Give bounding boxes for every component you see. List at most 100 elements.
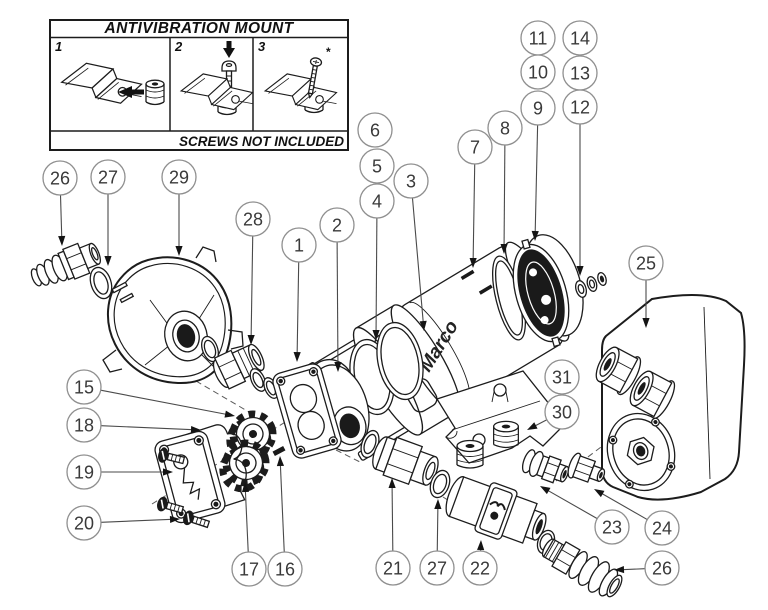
part-washers-nuts [575, 272, 607, 298]
inset-title: ANTIVIBRATION MOUNT [104, 20, 295, 37]
balloon-circle [357, 112, 393, 148]
leader-line [546, 489, 598, 520]
leader-line [100, 518, 173, 523]
callout-28: 28 [235, 201, 271, 345]
balloon-circle [562, 89, 598, 125]
part-nipple-fitting [567, 452, 606, 483]
leader-line [411, 197, 424, 324]
balloon-circle [231, 551, 267, 587]
callout-10: 10 [520, 54, 556, 90]
balloon-circle [520, 90, 556, 126]
balloon-number: 1 [294, 235, 304, 255]
leader-arrowhead-icon [104, 256, 112, 266]
callout-13: 13 [562, 55, 598, 91]
balloon-number: 14 [570, 28, 590, 48]
callout-17: 17 [231, 482, 267, 587]
callout-21: 21 [375, 478, 411, 586]
leader-arrowhead-icon [276, 456, 285, 467]
balloon-number: 12 [570, 97, 590, 117]
part-pressure-unit [595, 293, 746, 501]
balloon-circle [359, 148, 395, 184]
balloon-number: 18 [74, 415, 94, 435]
leader-line [336, 241, 339, 365]
balloon-circle [267, 551, 303, 587]
inset-step-3-number: 3 [258, 39, 266, 54]
balloon-circle [644, 550, 680, 586]
leader-line [621, 568, 646, 571]
callout-25: 25 [628, 245, 664, 328]
balloon-circle [562, 20, 598, 56]
leader-line [375, 217, 378, 333]
inset-step-3-drawing: * [264, 45, 338, 114]
balloon-number: 27 [427, 558, 447, 578]
leader-arrowhead-icon [241, 482, 250, 493]
part-hose-barb-fitting-outlet [541, 538, 623, 598]
antivibration-mount-inset: ANTIVIBRATION MOUNT SCREWS NOT INCLUDED … [49, 19, 349, 151]
callout-20: 20 [66, 505, 180, 541]
part-port-fitting [212, 343, 265, 390]
balloon-number: 3 [406, 171, 416, 191]
leader-arrowhead-icon [540, 486, 551, 495]
balloon-circle [319, 207, 355, 243]
callout-14: 14 [562, 20, 598, 56]
callout-5: 5 [359, 148, 395, 184]
balloon-number: 26 [50, 168, 70, 188]
balloon-circle [359, 183, 395, 219]
balloon-number: 23 [602, 517, 622, 537]
callout-29: 29 [161, 159, 197, 256]
callout-18: 18 [66, 407, 201, 443]
leader-line [59, 194, 63, 239]
callout-27: 27 [419, 499, 455, 586]
leader-arrowhead-icon [247, 334, 255, 345]
leader-arrowhead-icon [469, 257, 477, 268]
part-end-plate [154, 430, 226, 524]
part-pump-cover [102, 246, 244, 385]
leader-arrowhead-icon [334, 361, 342, 372]
balloon-circle [281, 227, 317, 263]
balloon-number: 24 [652, 518, 672, 538]
callout-23: 23 [540, 486, 630, 545]
balloon-circle [161, 159, 197, 195]
leader-line [472, 163, 476, 261]
balloon-number: 8 [500, 118, 510, 138]
leader-line [391, 485, 394, 552]
balloon-circle [644, 510, 680, 546]
leader-arrowhead-icon [372, 329, 380, 340]
part-small-barb-fitting [521, 449, 570, 484]
balloon-number: 22 [470, 558, 490, 578]
balloon-circle [66, 407, 102, 443]
leader-line [100, 389, 228, 416]
down-arrow-icon [223, 41, 235, 58]
leader-arrowhead-icon [642, 318, 650, 328]
balloon-number: 15 [74, 377, 94, 397]
balloon-circle [66, 369, 102, 405]
inset-step-2-number: 2 [174, 39, 183, 54]
leader-arrowhead-icon [434, 499, 442, 510]
balloon-circle [235, 201, 271, 237]
callout-8: 8 [487, 110, 523, 254]
balloon-number: 10 [528, 62, 548, 82]
callout-6: 6 [357, 112, 393, 148]
part-hose-barb-fitting-inlet [30, 242, 102, 287]
assembly-axis-dashed-line [195, 380, 250, 413]
leader-line [533, 419, 548, 427]
balloon-number: 27 [98, 167, 118, 187]
part-oring-cover [201, 335, 219, 363]
balloon-circle [544, 359, 580, 395]
callout-26: 26 [614, 550, 680, 586]
inset-step-2-drawing [180, 41, 254, 116]
balloon-number: 13 [570, 63, 590, 83]
balloon-number: 5 [372, 156, 382, 176]
callout-2: 2 [319, 207, 355, 372]
leader-line [244, 489, 249, 553]
balloon-circle [375, 550, 411, 586]
balloon-circle [393, 163, 429, 199]
balloon-circle [487, 110, 523, 146]
callout-31: 31 [544, 359, 580, 395]
balloon-number: 6 [370, 120, 380, 140]
leader-arrowhead-icon [190, 425, 201, 434]
balloon-circle [66, 454, 102, 490]
callout-7: 7 [457, 129, 493, 268]
